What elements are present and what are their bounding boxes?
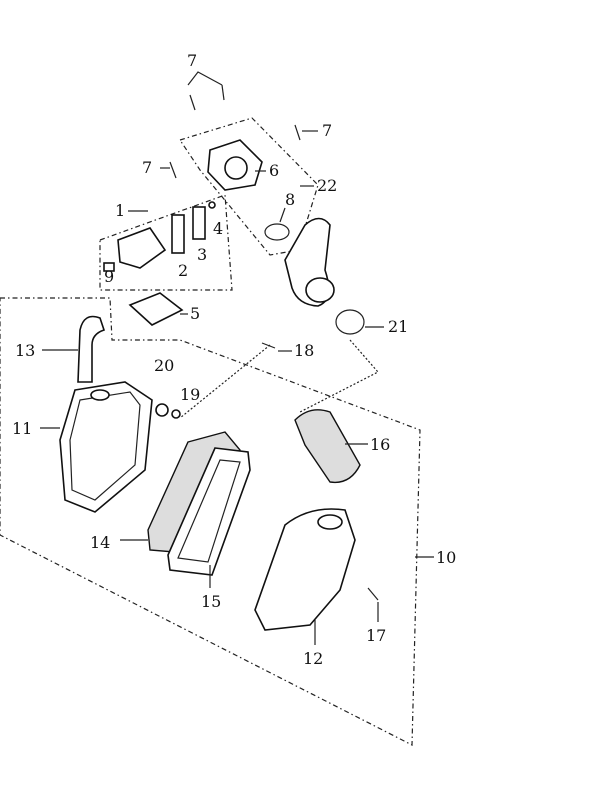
callout-19: 19 (180, 385, 200, 404)
callout-6: 6 (269, 161, 279, 180)
callout-10: 10 (436, 548, 456, 567)
part-4-screw (208, 201, 216, 209)
connector-18-19 (179, 344, 271, 419)
callout-5: 5 (190, 304, 200, 323)
callout-11: 11 (12, 419, 32, 438)
callout-13: 13 (15, 341, 35, 360)
callout-2: 2 (178, 261, 188, 280)
callout-20: 20 (154, 356, 174, 375)
callout-7: 7 (187, 51, 197, 70)
callout-4: 4 (213, 219, 223, 238)
callout-22: 22 (317, 176, 337, 195)
callout-17: 17 (366, 626, 386, 645)
callout-21: 21 (388, 317, 408, 336)
part-12-airbox-cover (254, 508, 356, 631)
callout-9: 9 (104, 267, 114, 286)
callout-16: 16 (370, 435, 390, 454)
callout-1: 1 (115, 201, 125, 220)
part-21-hose-clamp (335, 309, 365, 335)
connector-21-16 (299, 339, 379, 413)
part-9-clip (103, 262, 115, 272)
callout-18: 18 (294, 341, 314, 360)
leader-lines (40, 71, 434, 645)
group-outline-22 (179, 117, 319, 256)
part-7-bolt (169, 161, 177, 179)
callout-7: 7 (142, 158, 152, 177)
callout-14: 14 (90, 533, 110, 552)
part-2-reed-plate (171, 214, 185, 254)
callout-12: 12 (303, 649, 323, 668)
part-13-intake-pipe (77, 315, 106, 383)
callout-15: 15 (201, 592, 221, 611)
part-7-bolt (189, 94, 196, 111)
part-3-stopper (192, 206, 206, 240)
part-17-screw (367, 587, 379, 601)
group-outline-1 (99, 194, 233, 291)
group-outline-10 (0, 297, 421, 746)
part-16-connecting-duct (294, 409, 361, 484)
callout-8: 8 (285, 190, 295, 209)
part-19-collar (171, 409, 181, 419)
part-11-airbox-case (59, 381, 153, 513)
part-7-bolt (221, 84, 225, 101)
part-7-bolt (294, 124, 301, 141)
callout-3: 3 (197, 245, 207, 264)
callout-7: 7 (322, 121, 332, 140)
part-15-gasket (167, 447, 251, 576)
part-18-screw (261, 342, 276, 349)
part-20-grommet (155, 403, 169, 417)
part-1-reed-valve (117, 227, 167, 269)
part-8-clamp (264, 223, 290, 241)
part-5-reed-gasket (128, 292, 184, 326)
